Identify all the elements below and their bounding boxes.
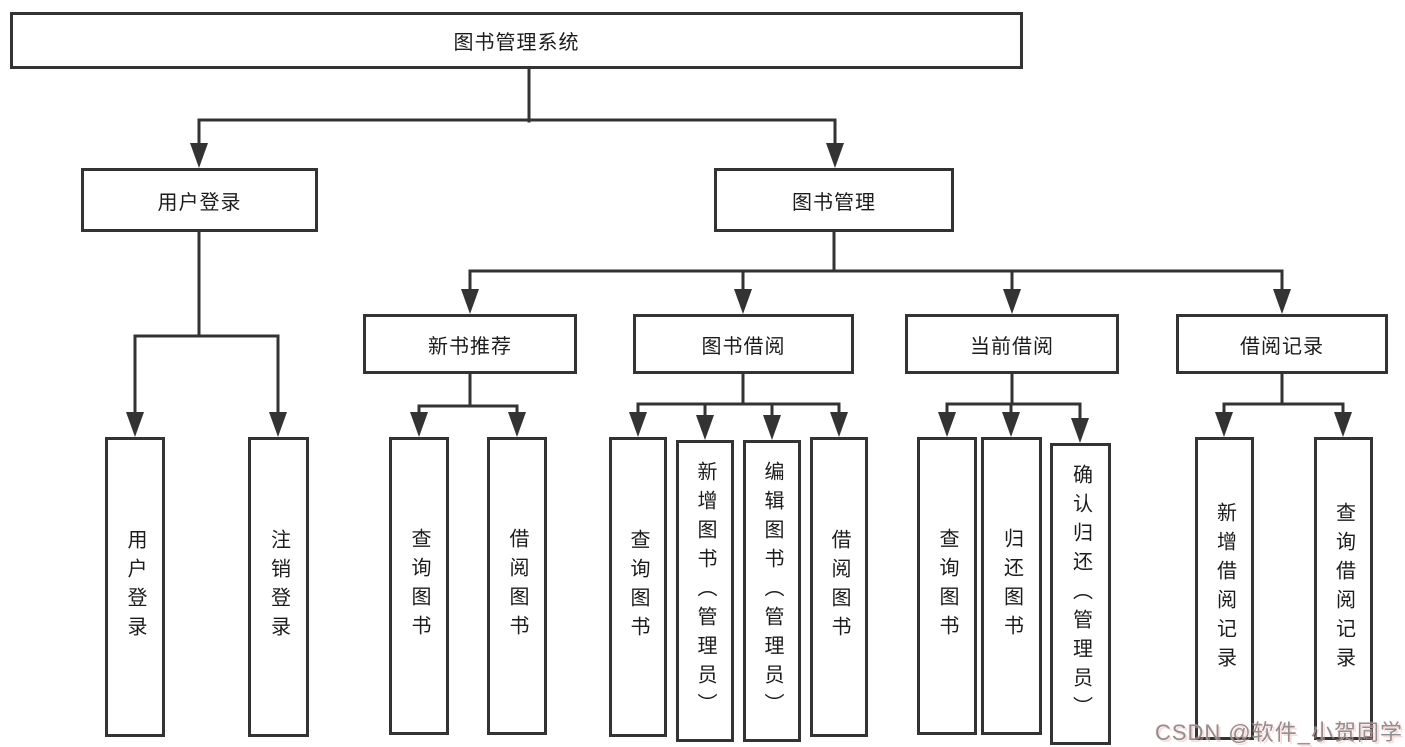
node-library-system: 图书管理系统 bbox=[10, 12, 1023, 69]
node-book-management: 图书管理 bbox=[714, 168, 954, 232]
leaf-borrow-books-label: 借阅图书 bbox=[828, 529, 850, 645]
leaf-query-books-current-label: 查询图书 bbox=[936, 528, 958, 644]
leaf-borrow-books-recommend: 借阅图书 bbox=[487, 437, 547, 735]
leaf-edit-books-admin-label: 编辑图书（管理员） bbox=[761, 460, 783, 722]
leaf-query-books-borrow: 查询图书 bbox=[609, 437, 667, 737]
node-book-borrowing: 图书借阅 bbox=[633, 314, 854, 374]
leaf-user-login-label: 用户登录 bbox=[124, 529, 146, 645]
leaf-add-books-admin-label: 新增图书（管理员） bbox=[694, 460, 716, 722]
leaf-confirm-return-admin: 确认归还（管理员） bbox=[1050, 443, 1111, 745]
leaf-query-books-recommend-label: 查询图书 bbox=[408, 528, 430, 644]
leaf-query-books-current: 查询图书 bbox=[917, 437, 977, 735]
leaf-query-books-recommend: 查询图书 bbox=[389, 437, 449, 735]
node-new-book-recommendation: 新书推荐 bbox=[363, 314, 577, 374]
leaf-edit-books-admin: 编辑图书（管理员） bbox=[743, 440, 801, 742]
leaf-query-borrow-record-label: 查询借阅记录 bbox=[1332, 501, 1355, 676]
node-user-login: 用户登录 bbox=[81, 168, 318, 232]
leaf-add-books-admin: 新增图书（管理员） bbox=[676, 440, 734, 742]
leaf-logout-label: 注销登录 bbox=[267, 529, 290, 645]
node-current-borrowing: 当前借阅 bbox=[905, 314, 1119, 374]
leaf-query-borrow-record: 查询借阅记录 bbox=[1314, 437, 1373, 740]
leaf-logout: 注销登录 bbox=[248, 437, 309, 737]
leaf-add-borrow-record: 新增借阅记录 bbox=[1195, 437, 1254, 740]
leaf-borrow-books: 借阅图书 bbox=[810, 437, 868, 737]
csdn-watermark: CSDN @软件_小贺同学 bbox=[1154, 720, 1403, 745]
leaf-borrow-books-recommend-label: 借阅图书 bbox=[506, 528, 528, 644]
arrowheads bbox=[126, 143, 1352, 443]
leaf-confirm-return-admin-label: 确认归还（管理员） bbox=[1069, 463, 1092, 725]
leaf-return-books: 归还图书 bbox=[981, 437, 1042, 735]
node-borrowing-records: 借阅记录 bbox=[1176, 314, 1388, 374]
leaf-query-books-borrow-label: 查询图书 bbox=[627, 529, 649, 645]
leaf-user-login: 用户登录 bbox=[105, 437, 165, 737]
leaf-return-books-label: 归还图书 bbox=[1000, 528, 1023, 644]
leaf-add-borrow-record-label: 新增借阅记录 bbox=[1213, 501, 1236, 676]
